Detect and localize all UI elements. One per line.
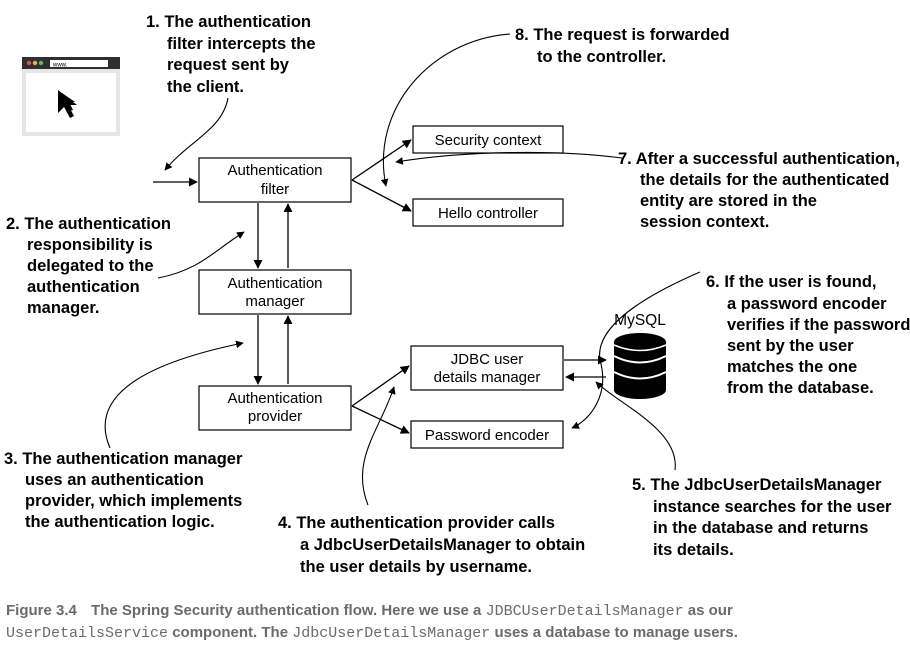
svg-text:the user details by username.: the user details by username. bbox=[300, 558, 532, 576]
svg-text:6. If the user is found,: 6. If the user is found, bbox=[706, 273, 877, 291]
figure-number: Figure 3.4 bbox=[6, 602, 77, 619]
annotation-step5: 5. The JdbcUserDetailsManager instance s… bbox=[632, 476, 892, 559]
jdbc-manager-label-2: details manager bbox=[434, 369, 541, 386]
annotation-step6: 6. If the user is found, a password enco… bbox=[706, 273, 910, 397]
svg-text:its details.: its details. bbox=[653, 541, 734, 559]
caption-code-c: JdbcUserDetailsManager bbox=[292, 625, 491, 642]
svg-text:the authentication logic.: the authentication logic. bbox=[25, 513, 215, 531]
hello-controller-label: Hello controller bbox=[438, 205, 538, 222]
authentication-provider-label-2: provider bbox=[248, 408, 302, 425]
caption-text-d: uses a database to manage users. bbox=[494, 624, 738, 641]
svg-text:2. The authentication: 2. The authentication bbox=[6, 215, 171, 233]
svg-text:from the database.: from the database. bbox=[727, 379, 874, 397]
svg-text:filter intercepts the: filter intercepts the bbox=[167, 35, 316, 53]
svg-text:instance searches for the user: instance searches for the user bbox=[653, 498, 892, 516]
caption-text-c: component. The bbox=[172, 624, 289, 641]
annotation-step7: 7. After a successful authentication, th… bbox=[618, 150, 900, 231]
svg-text:entity are stored in the: entity are stored in the bbox=[640, 192, 817, 210]
password-encoder-box: Password encoder bbox=[410, 420, 564, 449]
authentication-manager-label-1: Authentication bbox=[227, 275, 322, 292]
authentication-filter-label-1: Authentication bbox=[227, 162, 322, 179]
annotation-pointers bbox=[104, 33, 701, 506]
jdbc-user-details-manager-box: JDBC user details manager bbox=[410, 345, 564, 391]
pointer-step6 bbox=[571, 271, 701, 429]
authentication-provider-label-1: Authentication bbox=[227, 390, 322, 407]
caption-text-a: The Spring Security authentication flow.… bbox=[91, 602, 482, 619]
annotation-step8: 8. The request is forwarded to the contr… bbox=[515, 26, 730, 66]
svg-text:in the database and returns: in the database and returns bbox=[653, 519, 868, 537]
address-bar-text: www. bbox=[52, 63, 68, 69]
svg-text:matches the one: matches the one bbox=[727, 358, 857, 376]
svg-text:authentication: authentication bbox=[27, 278, 140, 296]
authentication-manager-box: Authentication manager bbox=[198, 269, 352, 315]
annotation-step3: 3. The authentication manager uses an au… bbox=[4, 450, 243, 531]
svg-text:4. The authentication provider: 4. The authentication provider calls bbox=[278, 514, 555, 532]
security-context-label: Security context bbox=[435, 132, 543, 149]
caption-text-b: as our bbox=[687, 602, 733, 619]
svg-text:provider, which implements: provider, which implements bbox=[25, 492, 242, 510]
svg-text:1. The authentication: 1. The authentication bbox=[146, 13, 311, 31]
svg-text:the client.: the client. bbox=[167, 78, 244, 96]
authentication-filter-label-2: filter bbox=[261, 181, 289, 198]
svg-text:a JdbcUserDetailsManager to ob: a JdbcUserDetailsManager to obtain bbox=[300, 536, 585, 554]
svg-text:sent by the user: sent by the user bbox=[727, 337, 854, 355]
svg-text:7. After a successful authenti: 7. After a successful authentication, bbox=[618, 150, 900, 168]
pointer-step2 bbox=[157, 231, 245, 279]
pointer-step3 bbox=[104, 340, 244, 449]
password-encoder-label: Password encoder bbox=[425, 427, 549, 444]
svg-text:manager.: manager. bbox=[27, 299, 99, 317]
annotation-step2: 2. The authentication responsibility is … bbox=[6, 215, 171, 317]
pointer-step1 bbox=[164, 97, 229, 171]
authentication-manager-label-2: manager bbox=[245, 293, 304, 310]
caption-code-b: UserDetailsService bbox=[6, 625, 169, 642]
svg-text:8. The request is forwarded: 8. The request is forwarded bbox=[515, 26, 730, 44]
authentication-filter-box: Authentication filter bbox=[198, 157, 352, 203]
database-icon: MySQL bbox=[613, 312, 667, 399]
annotation-step4: 4. The authentication provider calls a J… bbox=[278, 514, 585, 576]
svg-text:the details for the authentica: the details for the authenticated bbox=[640, 171, 889, 189]
browser-window-icon: www. bbox=[22, 57, 120, 136]
database-label: MySQL bbox=[614, 312, 666, 329]
pointer-step4 bbox=[361, 386, 396, 506]
authentication-provider-box: Authentication provider bbox=[198, 385, 352, 431]
security-context-box: Security context bbox=[412, 125, 564, 154]
pointer-step7 bbox=[395, 151, 623, 165]
hello-controller-box: Hello controller bbox=[412, 198, 564, 227]
svg-text:request sent by: request sent by bbox=[167, 56, 290, 74]
svg-text:responsibility is: responsibility is bbox=[27, 236, 153, 254]
svg-text:session context.: session context. bbox=[640, 213, 769, 231]
annotation-step1: 1. The authentication filter intercepts … bbox=[146, 13, 316, 96]
svg-text:to the controller.: to the controller. bbox=[537, 48, 666, 66]
svg-text:3. The authentication manager: 3. The authentication manager bbox=[4, 450, 243, 468]
jdbc-manager-label-1: JDBC user bbox=[451, 351, 524, 368]
pointer-step8 bbox=[380, 33, 511, 187]
figure-caption: Figure 3.4 The Spring Security authentic… bbox=[6, 600, 906, 644]
pointer-step5 bbox=[595, 381, 676, 471]
svg-text:5. The JdbcUserDetailsManager: 5. The JdbcUserDetailsManager bbox=[632, 476, 882, 494]
caption-code-a: JDBCUserDetailsManager bbox=[485, 603, 684, 620]
svg-text:a password encoder: a password encoder bbox=[727, 295, 887, 313]
svg-text:uses an authentication: uses an authentication bbox=[25, 471, 204, 489]
svg-text:verifies if the password: verifies if the password bbox=[727, 316, 910, 334]
svg-text:delegated to the: delegated to the bbox=[27, 257, 154, 275]
